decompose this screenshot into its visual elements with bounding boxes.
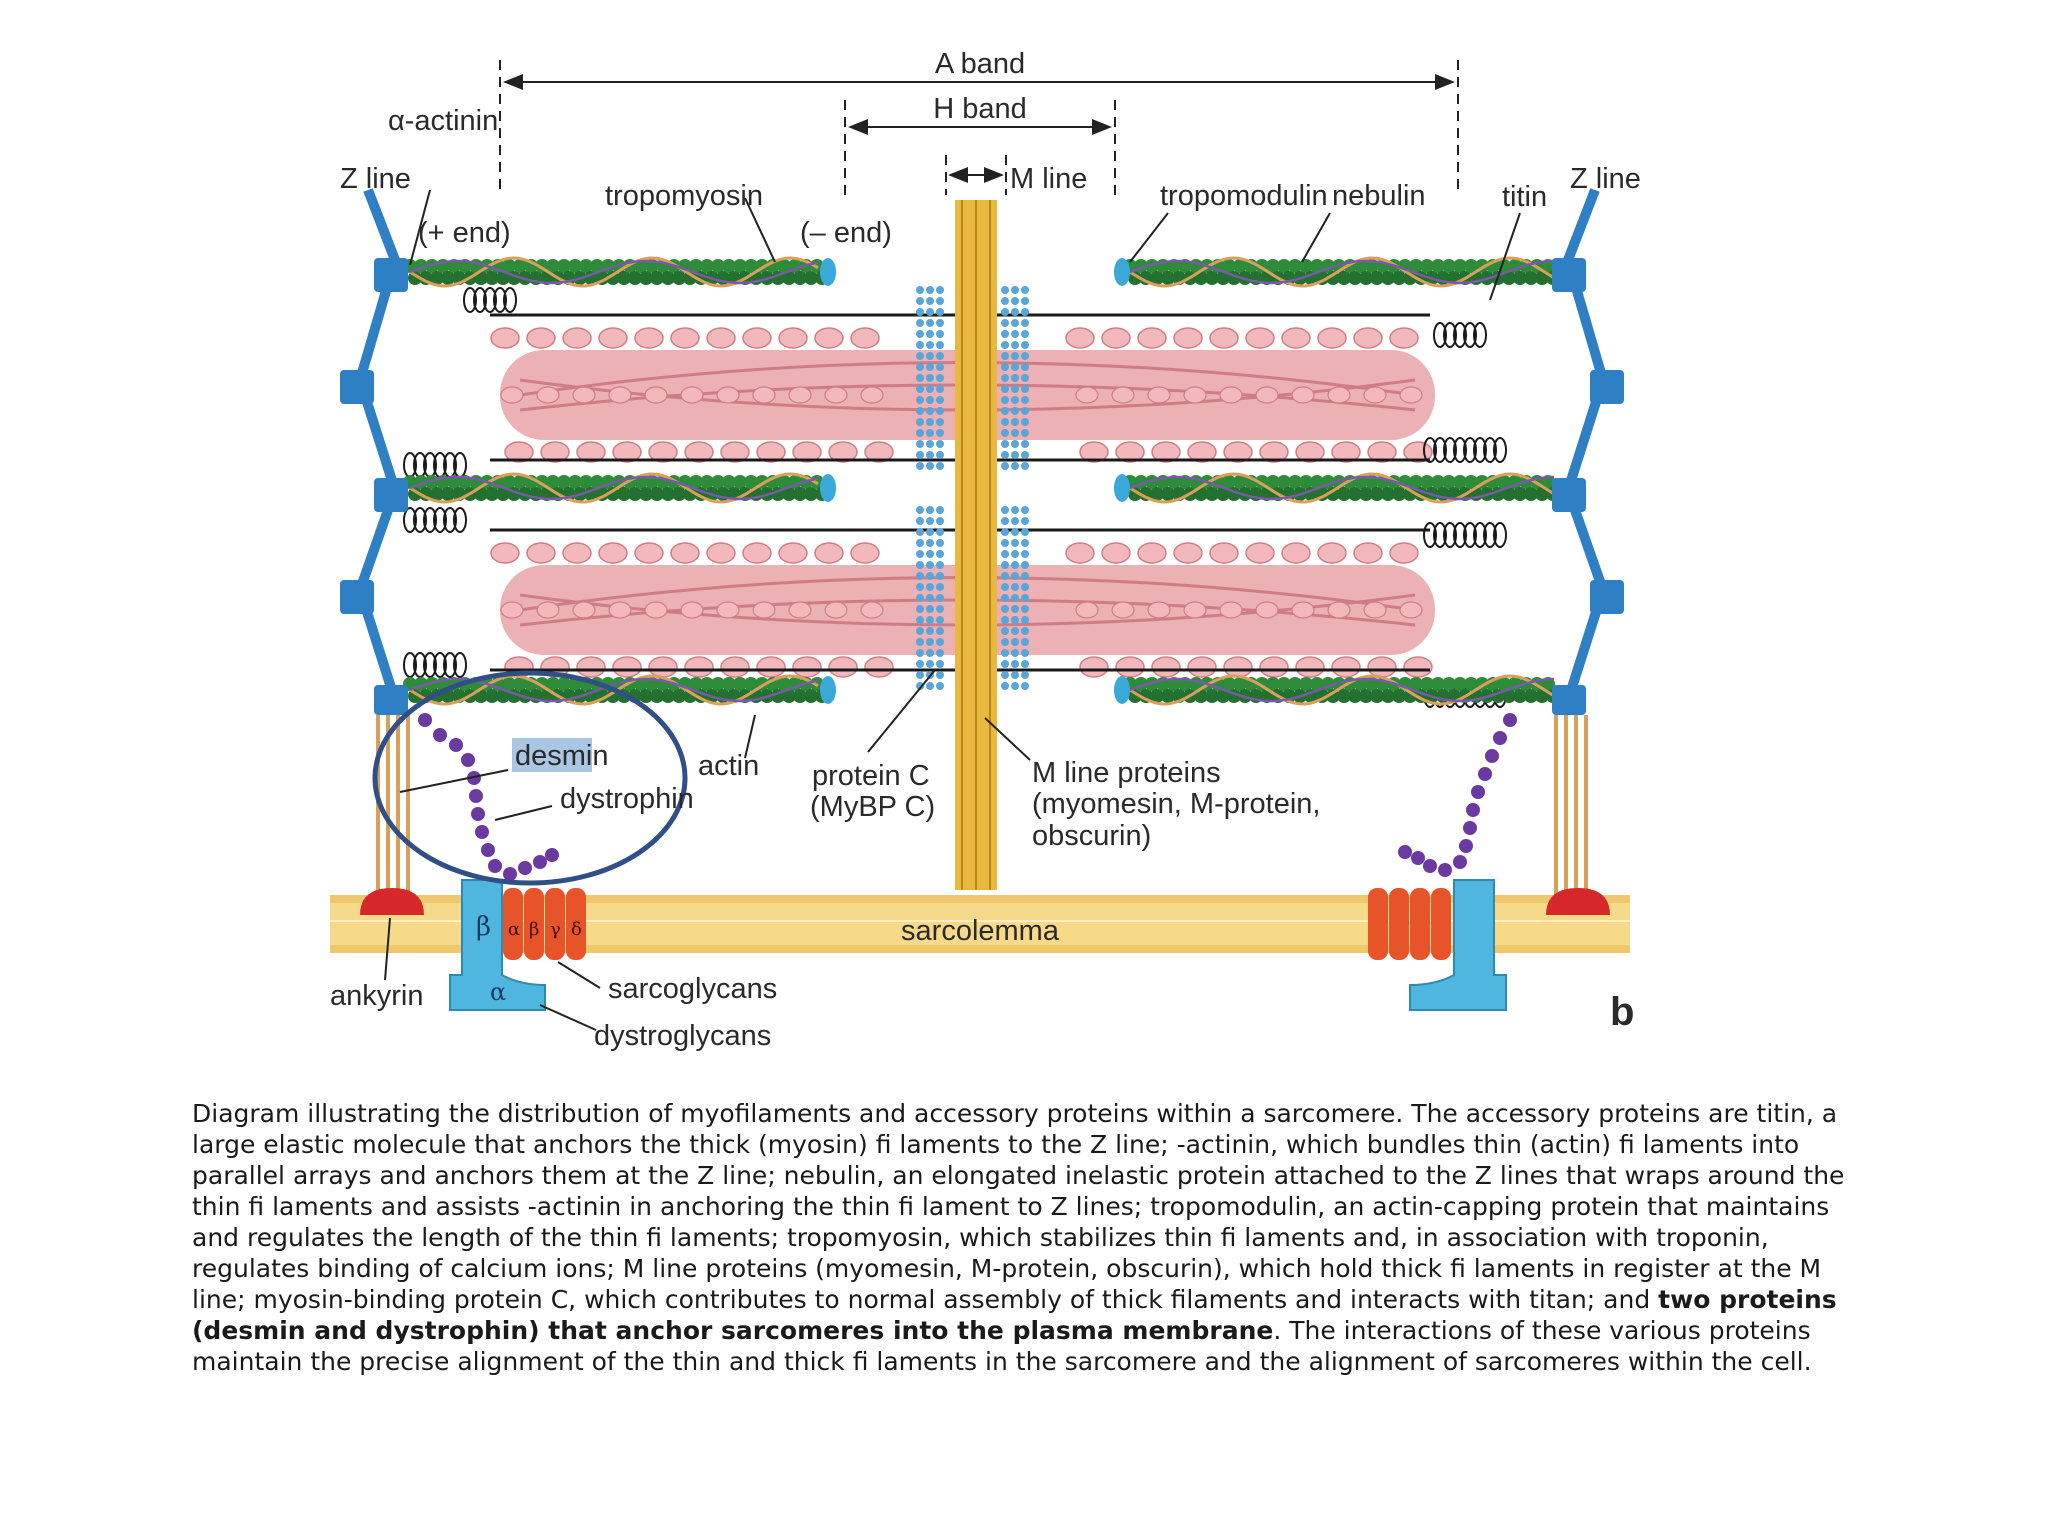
m-line-filaments xyxy=(955,200,997,890)
dystroglycan-complex-left xyxy=(449,879,546,1011)
label-sg-gamma: γ xyxy=(550,919,561,940)
label-sg-delta: δ xyxy=(571,919,582,940)
caption-part2: . The interactions of these various prot… xyxy=(192,1316,1812,1376)
label-nebulin: nebulin xyxy=(1332,180,1426,212)
thin-filament xyxy=(403,472,836,504)
myosin-heads xyxy=(490,327,1433,678)
thin-filament xyxy=(1114,256,1560,288)
label-actin: actin xyxy=(698,750,759,782)
dimension-markers xyxy=(499,60,1459,195)
label-plus-end: (+ end) xyxy=(418,217,511,249)
label-h-band: H band xyxy=(933,93,1027,125)
z-line-right xyxy=(1552,188,1624,715)
label-m-line: M line xyxy=(1010,163,1087,195)
sarcoglycan-complex-left xyxy=(503,888,586,960)
label-sg-beta: β xyxy=(529,919,539,940)
ankyrin-left xyxy=(360,888,424,915)
ankyrin-right xyxy=(1546,888,1610,915)
label-dystrophin: dystrophin xyxy=(560,783,694,815)
label-sg-alpha: α xyxy=(508,919,520,940)
caption-part1: Diagram illustrating the distribution of… xyxy=(192,1099,1845,1314)
label-sarcoglycans: sarcoglycans xyxy=(608,973,777,1005)
label-a-band: A band xyxy=(935,48,1025,80)
thin-filament xyxy=(403,256,836,288)
thin-filament xyxy=(403,674,836,706)
label-dystroglycans: dystroglycans xyxy=(594,1020,771,1052)
label-ankyrin: ankyrin xyxy=(330,980,424,1012)
label-tropomodulin: tropomodulin xyxy=(1160,180,1328,212)
caption-bold: two proteins (desmin and dystrophin) tha… xyxy=(192,1285,1837,1345)
thin-filaments xyxy=(403,256,1560,706)
label-sarcolemma: sarcolemma xyxy=(901,915,1060,947)
sarcomere-diagram: A band H band M line α-actinin Z line Z … xyxy=(330,48,1641,1052)
thin-filament xyxy=(1114,674,1560,706)
label-protein-c-1: protein C xyxy=(812,760,930,792)
label-titin: titin xyxy=(1502,181,1547,213)
label-protein-c-2: (MyBP C) xyxy=(810,791,935,823)
label-m-line-proteins-2: (myomesin, M-protein, xyxy=(1032,788,1320,820)
highlight-circle xyxy=(372,670,688,886)
thin-filament xyxy=(1114,472,1560,504)
dystroglycan-complex-right xyxy=(1409,879,1507,1011)
label-m-line-proteins-1: M line proteins xyxy=(1032,757,1221,789)
dystrophin-chains xyxy=(418,713,1517,881)
protein-c-band xyxy=(916,286,1029,690)
label-dg-alpha: α xyxy=(490,978,506,1006)
label-desmin: desmin xyxy=(515,740,609,772)
label-dg-beta: β xyxy=(476,912,491,942)
label-alpha-actinin: α-actinin xyxy=(388,105,498,137)
labels: A band H band M line α-actinin Z line Z … xyxy=(330,48,1641,1052)
label-m-line-proteins-3: obscurin) xyxy=(1032,820,1151,852)
label-minus-end: (– end) xyxy=(800,217,892,249)
label-panel-letter: b xyxy=(1610,990,1634,1034)
label-tropomyosin: tropomyosin xyxy=(605,180,763,212)
z-line-left xyxy=(340,188,408,715)
right-intermediate-filaments xyxy=(1554,715,1588,895)
label-z-line-left: Z line xyxy=(340,163,411,195)
figure-caption: Diagram illustrating the distribution of… xyxy=(192,1098,1872,1377)
sarcoglycan-complex-right xyxy=(1368,888,1451,960)
thick-filaments xyxy=(490,327,1435,678)
leader-lines xyxy=(384,189,1521,1031)
desmin-highlight xyxy=(512,738,592,772)
label-z-line-right: Z line xyxy=(1570,163,1641,195)
